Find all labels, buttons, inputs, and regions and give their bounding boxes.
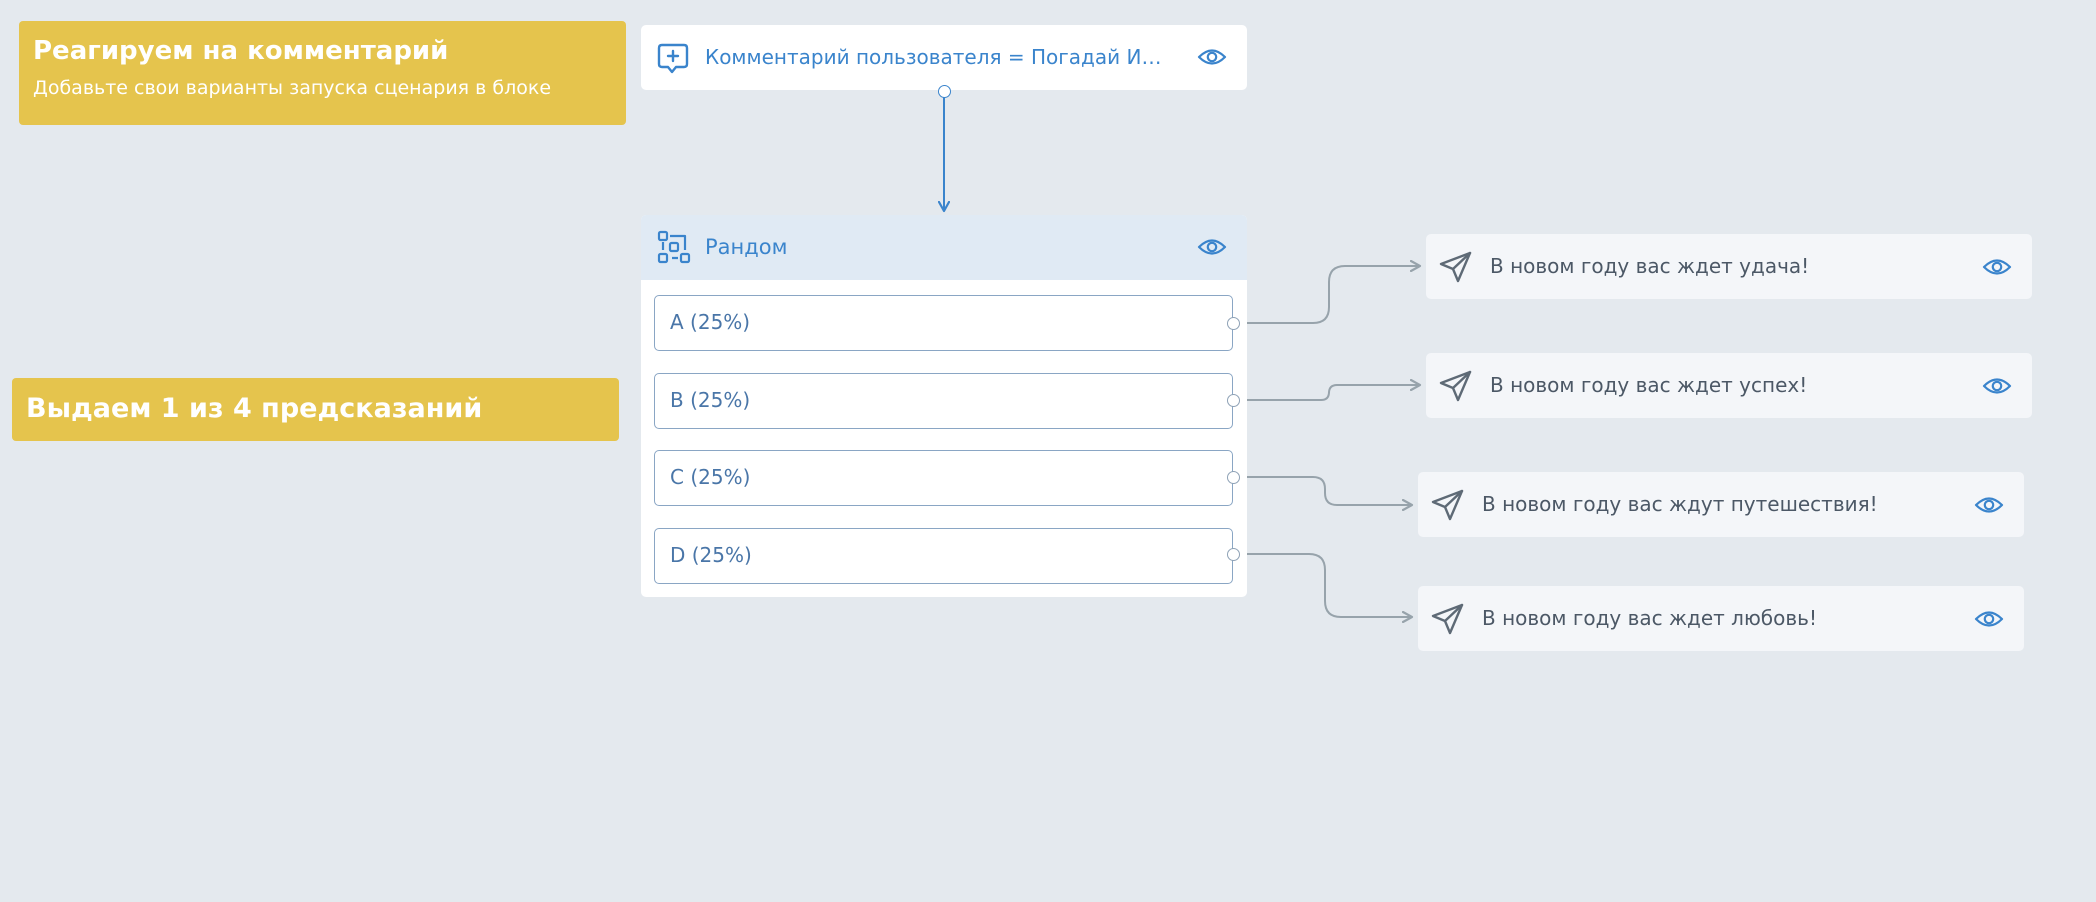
message-text: В новом году вас ждет удача! xyxy=(1490,254,1810,278)
message-text: В новом году вас ждет любовь! xyxy=(1482,606,1817,630)
eye-icon[interactable] xyxy=(1197,46,1227,68)
trigger-block[interactable]: Комментарий пользователя = Погадай ИЛИ..… xyxy=(641,25,1247,90)
eye-icon[interactable] xyxy=(1974,608,2004,630)
send-icon xyxy=(1431,603,1464,635)
random-option-d[interactable]: D (25%) xyxy=(654,528,1233,584)
option-c-connector xyxy=(1241,476,1412,505)
message-block-1[interactable]: В новом году вас ждет удача! xyxy=(1426,234,2032,299)
message-block-4[interactable]: В новом году вас ждет любовь! xyxy=(1418,586,2024,651)
random-option-label: C (25%) xyxy=(670,465,751,489)
option-b-connector xyxy=(1241,385,1420,401)
random-split-icon xyxy=(657,230,691,264)
option-d-output-port[interactable] xyxy=(1227,548,1240,561)
send-icon xyxy=(1439,251,1472,283)
trigger-sticky-note[interactable]: Реагируем на комментарий Добавьте свои в… xyxy=(19,21,626,125)
eye-icon[interactable] xyxy=(1982,256,2012,278)
random-option-a[interactable]: A (25%) xyxy=(654,295,1233,351)
random-block-header[interactable]: Рандом xyxy=(641,215,1247,280)
random-sticky-note[interactable]: Выдаем 1 из 4 предсказаний xyxy=(12,378,619,441)
random-note-title: Выдаем 1 из 4 предсказаний xyxy=(26,393,483,424)
send-icon xyxy=(1439,370,1472,402)
message-block-3[interactable]: В новом году вас ждут путешествия! xyxy=(1418,472,2024,537)
random-block[interactable]: Рандом A (25%) B (25%) C (25%) D (25%) xyxy=(641,215,1247,597)
trigger-note-title: Реагируем на комментарий xyxy=(33,36,449,66)
eye-icon[interactable] xyxy=(1197,236,1227,258)
option-a-connector xyxy=(1241,266,1420,324)
random-option-b[interactable]: B (25%) xyxy=(654,373,1233,429)
eye-icon[interactable] xyxy=(1974,494,2004,516)
eye-icon[interactable] xyxy=(1982,375,2012,397)
random-block-title: Рандом xyxy=(705,235,788,259)
random-option-c[interactable]: C (25%) xyxy=(654,450,1233,506)
option-d-connector xyxy=(1241,553,1412,617)
send-icon xyxy=(1431,489,1464,521)
random-option-label: A (25%) xyxy=(670,310,751,334)
option-b-output-port[interactable] xyxy=(1227,394,1240,407)
trigger-condition-label: Комментарий пользователя = Погадай ИЛИ..… xyxy=(705,45,1175,69)
trigger-output-port[interactable] xyxy=(938,85,951,98)
random-option-label: B (25%) xyxy=(670,388,751,412)
option-a-output-port[interactable] xyxy=(1227,317,1240,330)
message-block-2[interactable]: В новом году вас ждет успех! xyxy=(1426,353,2032,418)
message-text: В новом году вас ждет успех! xyxy=(1490,373,1808,397)
trigger-note-subtitle: Добавьте свои варианты запуска сценария … xyxy=(33,77,552,99)
option-c-output-port[interactable] xyxy=(1227,471,1240,484)
message-text: В новом году вас ждут путешествия! xyxy=(1482,492,1878,516)
random-option-label: D (25%) xyxy=(670,543,752,567)
comment-plus-icon xyxy=(657,43,689,74)
